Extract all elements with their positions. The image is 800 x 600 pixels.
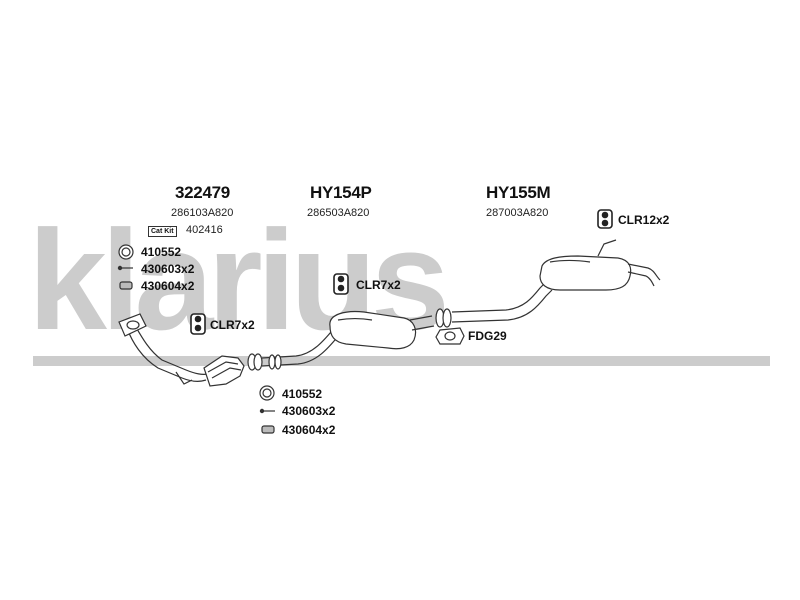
rear-hanger bbox=[597, 239, 617, 257]
kit-upper-gasket-label: 410552 bbox=[141, 245, 182, 259]
front-bracket bbox=[175, 371, 193, 385]
nut-icon bbox=[119, 281, 133, 290]
rear-pipe bbox=[451, 279, 549, 313]
kit-upper-bolt-label: 430603x2 bbox=[141, 262, 195, 276]
part-number-rear: HY155M bbox=[486, 183, 551, 202]
nut-icon bbox=[261, 425, 275, 434]
watermark-underline bbox=[33, 356, 770, 366]
cat-kit-number: 402416 bbox=[186, 224, 223, 236]
bolt-icon bbox=[117, 265, 133, 271]
tailpipe bbox=[627, 263, 661, 281]
clamp-mid-label: CLR7x2 bbox=[356, 278, 401, 292]
oem-number-middle: 286503A820 bbox=[307, 207, 370, 219]
mid-pipe-flange bbox=[268, 354, 276, 370]
oem-number-front: 286103A820 bbox=[171, 207, 234, 219]
part-number-middle: HY154P bbox=[310, 183, 372, 202]
middle-silencer bbox=[329, 310, 417, 350]
clamp-clr12-icon bbox=[597, 209, 613, 229]
mid-pipe bbox=[261, 325, 337, 359]
clamp-clr7-front-icon bbox=[190, 313, 206, 335]
clamp-clr7-mid-icon bbox=[333, 273, 349, 295]
front-flange bbox=[118, 313, 147, 337]
rear-pipe-inner bbox=[451, 289, 553, 323]
clamp-rear-label: CLR12x2 bbox=[618, 213, 670, 227]
gasket-fdg-icon bbox=[435, 327, 465, 345]
kit-upper-nut-label: 430604x2 bbox=[141, 279, 195, 293]
rear-silencer bbox=[539, 255, 632, 291]
kit-lower-bolt-label: 430603x2 bbox=[282, 404, 336, 418]
front-pipe bbox=[132, 321, 209, 375]
kit-lower-gasket-label: 410552 bbox=[282, 387, 323, 401]
part-number-front: 322479 bbox=[175, 183, 230, 202]
oem-number-rear: 287003A820 bbox=[486, 207, 549, 219]
front-pipe-inner bbox=[126, 327, 207, 382]
gasket-label: FDG29 bbox=[468, 329, 507, 343]
kit-lower-nut-label: 430604x2 bbox=[282, 423, 336, 437]
clamp-front-label: CLR7x2 bbox=[210, 318, 255, 332]
cat-kit-tag: Cat Kit bbox=[148, 226, 177, 237]
bolt-icon bbox=[259, 408, 275, 414]
